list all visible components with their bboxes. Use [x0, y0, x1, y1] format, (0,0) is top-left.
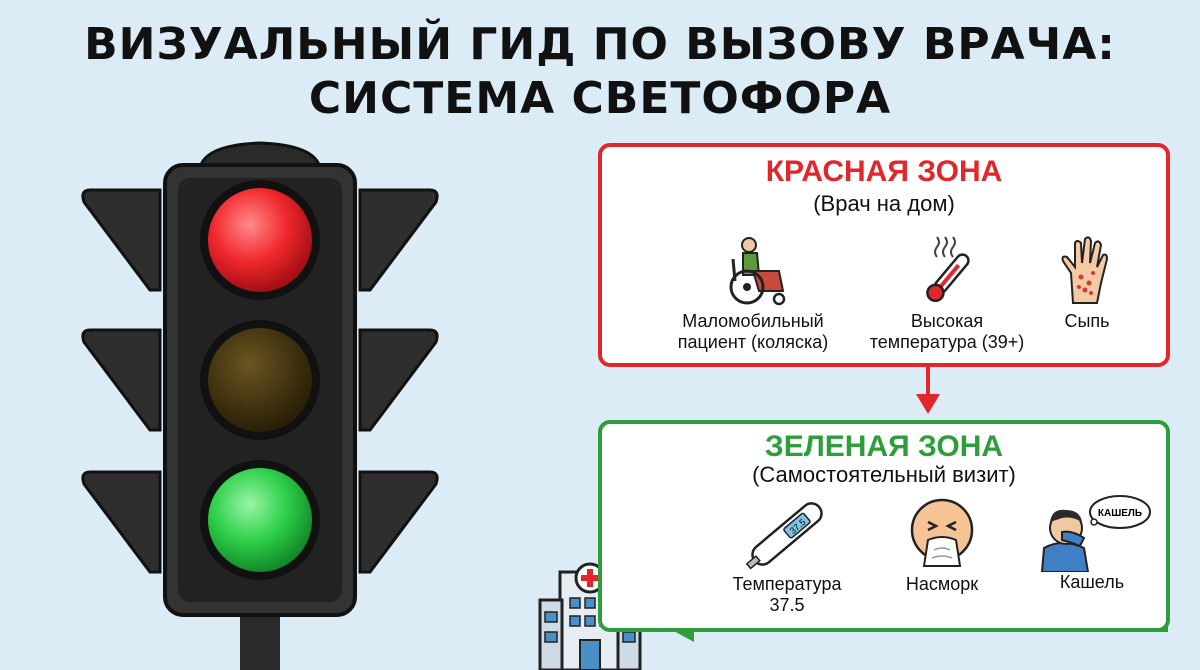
- red-zone-subtitle: (Врач на дом): [813, 191, 955, 216]
- green-zone-item-temperature: 37.5 Температура 37.5: [712, 494, 862, 616]
- visor-left-bottom: [81, 470, 162, 574]
- title-line-2: СИСТЕМА СВЕТОФОРА: [308, 73, 892, 124]
- red-zone-item-high-temperature: Высокая температура (39+): [852, 235, 1042, 353]
- green-lamp: [208, 468, 312, 572]
- wheelchair-icon: [729, 237, 786, 306]
- green-zone-item-cough: КАШЕЛЬ Кашель: [1022, 490, 1162, 593]
- runny-nose-label: Насморк: [905, 574, 979, 594]
- hot-thermometer-icon: [926, 236, 970, 303]
- page-title: ВИЗУАЛЬНЫЙ ГИД ПО ВЫЗОВУ ВРАЧА: СИСТЕМА …: [0, 18, 1200, 126]
- runny-nose-icon: [910, 498, 974, 567]
- rash-label: Сыпь: [1064, 311, 1110, 331]
- traffic-light: [81, 141, 439, 670]
- red-zone-item-wheelchair: Маломобильный пациент (коляска): [658, 235, 848, 353]
- title-line-1: ВИЗУАЛЬНЫЙ ГИД ПО ВЫЗОВУ ВРАЧА:: [84, 19, 1116, 70]
- temperature-label-1: Температура: [732, 574, 842, 594]
- red-zone-title: КРАСНАЯ ЗОНА: [765, 155, 1003, 188]
- red-zone-panel: КРАСНАЯ ЗОНА (Врач на дом) Маломобильный…: [598, 143, 1170, 367]
- digital-thermometer-icon: 37.5: [745, 502, 823, 570]
- visor-left-top: [81, 188, 162, 292]
- cough-label: Кашель: [1059, 572, 1125, 592]
- traffic-light-cap: [198, 141, 322, 170]
- red-lamp: [208, 188, 312, 292]
- temperature-label-2: 37.5: [769, 595, 805, 615]
- green-zone-panel: ЗЕЛЕНАЯ ЗОНА (Самостоятельный визит) 37.…: [598, 420, 1170, 632]
- rash-hand-icon: [1061, 236, 1109, 304]
- visor-right-bottom: [358, 470, 439, 574]
- green-zone-title: ЗЕЛЕНАЯ ЗОНА: [764, 430, 1004, 463]
- high-temp-label-1: Высокая: [910, 311, 984, 331]
- wheelchair-label-2: пациент (коляска): [677, 332, 829, 352]
- wheelchair-label-1: Маломобильный: [682, 311, 824, 331]
- cough-bubble-text: КАШЕЛЬ: [1098, 508, 1142, 519]
- visor-right-top: [358, 188, 439, 292]
- traffic-light-pole: [240, 610, 280, 670]
- visor-right-middle: [358, 328, 439, 432]
- yellow-lamp: [208, 328, 312, 432]
- green-zone-subtitle: (Самостоятельный визит): [752, 462, 1016, 487]
- green-zone-item-runny-nose: Насморк: [867, 494, 1017, 595]
- coughing-person-icon: КАШЕЛЬ: [1040, 495, 1151, 572]
- red-zone-item-rash: Сыпь: [1032, 235, 1142, 332]
- red-arrow: [916, 367, 940, 414]
- high-temp-label-2: температура (39+): [869, 332, 1025, 352]
- visor-left-middle: [81, 328, 162, 432]
